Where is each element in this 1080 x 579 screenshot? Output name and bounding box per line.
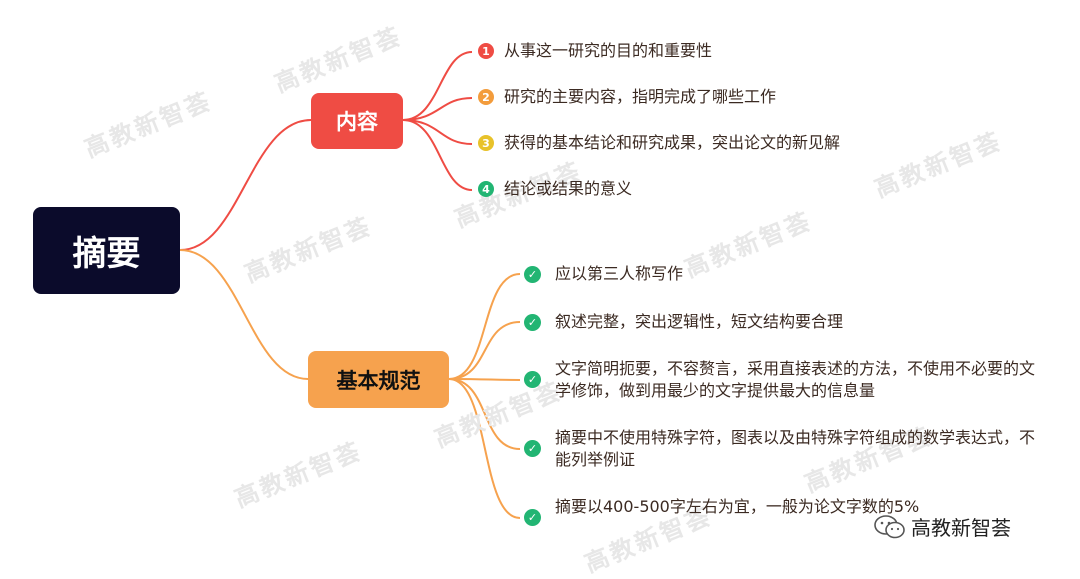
norms-item-text: 应以第三人称写作 <box>555 264 684 283</box>
number-badge-icon: 4 <box>478 181 494 197</box>
check-icon: ✓ <box>524 440 541 457</box>
content-item-text: 获得的基本结论和研究成果，突出论文的新见解 <box>504 133 841 152</box>
content-item[interactable]: 3 获得的基本结论和研究成果，突出论文的新见解 <box>478 132 840 154</box>
number-badge-icon: 2 <box>478 89 494 105</box>
norms-item[interactable]: ✓ 摘要以400-500字左右为宜，一般为论文字数的5% <box>524 496 944 526</box>
connector-content-3 <box>402 119 473 145</box>
connector-norms-3 <box>448 378 521 381</box>
connector-norms-5 <box>448 378 521 519</box>
number-badge-icon: 1 <box>478 43 494 59</box>
norms-item[interactable]: ✓ 应以第三人称写作 <box>524 263 1004 285</box>
norms-item[interactable]: ✓ 文字简明扼要，不容赘言，采用直接表述的方法，不使用不必要的文学修饰，做到用最… <box>524 358 1044 402</box>
brand-label: 高教新智荟 <box>911 516 1011 540</box>
connector-norms-1 <box>448 273 521 380</box>
connector-content-1 <box>402 51 473 121</box>
connector-content-2 <box>402 97 473 121</box>
content-item[interactable]: 4 结论或结果的意义 <box>478 178 632 200</box>
content-item-text: 研究的主要内容，指明完成了哪些工作 <box>504 87 777 106</box>
norms-item-text: 文字简明扼要，不容赘言，采用直接表述的方法，不使用不必要的文学修饰，做到用最少的… <box>555 359 1036 400</box>
connector-root-norms <box>179 249 309 380</box>
brand-badge: 高教新智荟 <box>873 512 1011 541</box>
content-item-text: 结论或结果的意义 <box>504 179 633 198</box>
check-icon: ✓ <box>524 509 541 526</box>
norms-item[interactable]: ✓ 摘要中不使用特殊字符，图表以及由特殊字符组成的数学表达式，不能列举例证 <box>524 427 1044 471</box>
number-badge-icon: 3 <box>478 135 494 151</box>
branch-node-content[interactable]: 内容 <box>311 93 403 149</box>
check-icon: ✓ <box>524 371 541 388</box>
check-icon: ✓ <box>524 266 541 283</box>
content-item[interactable]: 1 从事这一研究的目的和重要性 <box>478 40 712 62</box>
norms-item-text: 摘要中不使用特殊字符，图表以及由特殊字符组成的数学表达式，不能列举例证 <box>555 428 1036 469</box>
connector-norms-2 <box>448 321 521 380</box>
norms-item[interactable]: ✓ 叙述完整，突出逻辑性，短文结构要合理 <box>524 311 1004 333</box>
connector-norms-4 <box>448 378 521 450</box>
connector-content-4 <box>402 119 473 191</box>
content-item-text: 从事这一研究的目的和重要性 <box>504 41 713 60</box>
wechat-icon <box>874 514 905 538</box>
root-node[interactable]: 摘要 <box>33 207 180 294</box>
connector-root-content <box>179 119 312 251</box>
check-icon: ✓ <box>524 314 541 331</box>
branch-node-norms[interactable]: 基本规范 <box>308 351 449 408</box>
content-item[interactable]: 2 研究的主要内容，指明完成了哪些工作 <box>478 86 776 108</box>
norms-item-text: 摘要以400-500字左右为宜，一般为论文字数的5% <box>555 497 920 516</box>
norms-item-text: 叙述完整，突出逻辑性，短文结构要合理 <box>555 312 844 331</box>
